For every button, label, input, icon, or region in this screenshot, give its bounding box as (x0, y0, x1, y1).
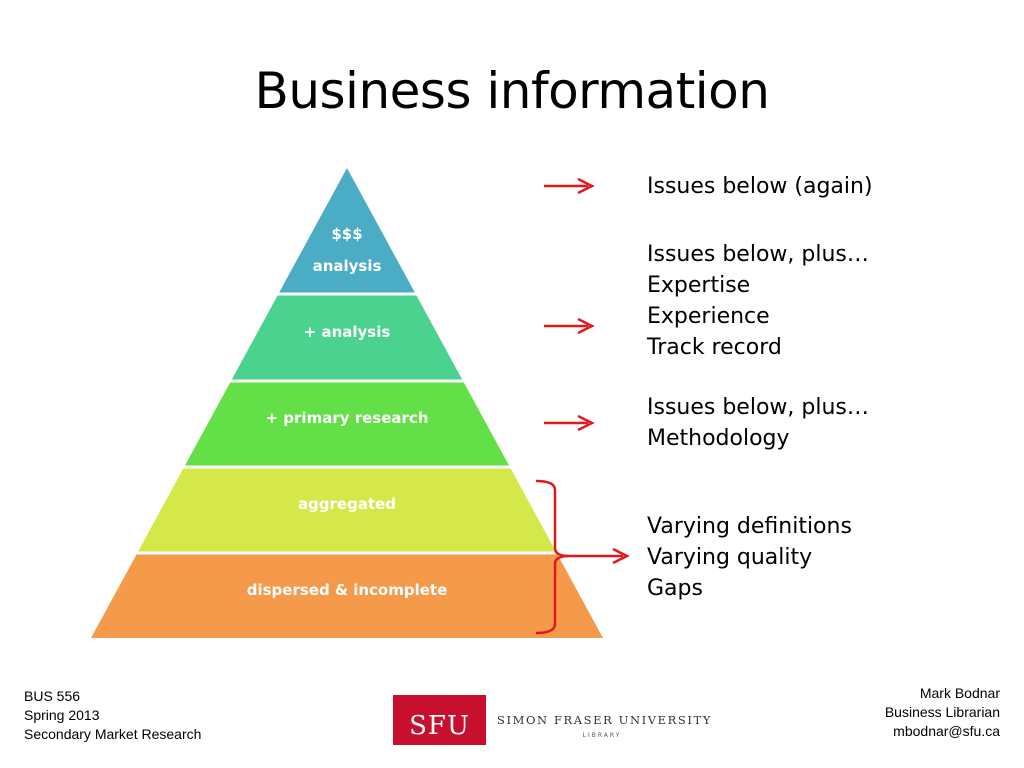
tier-label-line: aggregated (297, 495, 397, 513)
tier-dispersed (91, 554, 603, 638)
note-line: Issues below, plus… (647, 242, 869, 267)
author-role: Business Librarian (884, 704, 1000, 720)
note-line: Gaps (647, 576, 703, 601)
logo-sub: LIBRARY (582, 732, 622, 739)
arrow-to-issues-again-head (577, 177, 595, 195)
tier-label-line: dispersed & incomplete (246, 581, 448, 600)
course-code: BUS 556 (24, 688, 81, 704)
tier-aggregated-label: aggregated (197, 489, 497, 519)
tier-label-line: + primary research (265, 409, 429, 427)
tier-dispersed-label: dispersed & incomplete (197, 575, 497, 605)
footer-course-info: BUS 556 Spring 2013 Secondary Market Res… (24, 687, 201, 744)
note-line: Expertise (647, 273, 751, 298)
tier-label-line: $$$ (331, 225, 363, 244)
course-topic: Secondary Market Research (24, 726, 202, 742)
note-line: Varying definitions (647, 514, 852, 539)
tier-label-line: analysis (312, 257, 382, 276)
note-line: Track record (647, 335, 782, 360)
note-expertise: Issues below, plus… Expertise Experience… (647, 239, 869, 363)
author-email: mbodnar@sfu.ca (893, 723, 1000, 739)
tier-aggregated (138, 468, 556, 552)
logo-name: SIMON FRASER UNIVERSITY (497, 713, 713, 727)
note-methodology: Issues below, plus… Methodology (647, 392, 869, 454)
tier-primary-research-label: + primary research (197, 403, 497, 433)
course-term: Spring 2013 (24, 707, 100, 723)
tier-analysis-label: + analysis (197, 317, 497, 347)
tier-primary-research (184, 382, 510, 466)
note-line: Methodology (647, 426, 790, 451)
author-name: Mark Bodnar (919, 685, 1000, 701)
note-line: Experience (647, 304, 770, 329)
note-line: Issues below, plus… (647, 395, 869, 420)
footer-author-info: Mark Bodnar Business Librarian mbodnar@s… (885, 684, 1000, 741)
logo-mark: SFU (393, 695, 486, 745)
note-line: Varying quality (647, 545, 813, 570)
note-line: Issues below (again) (647, 174, 873, 199)
bracket-bottom-tiers (535, 479, 570, 635)
tier-top-analysis (279, 168, 415, 293)
note-issues-again: Issues below (again) (647, 171, 873, 202)
tier-top-analysis-label: $$$ analysis (197, 218, 497, 282)
note-varying: Varying definitions Varying quality Gaps (647, 511, 852, 604)
arrow-to-methodology-head (577, 414, 595, 432)
tier-analysis (231, 295, 463, 380)
slide-title: Business information (254, 62, 770, 120)
tier-label-line: + analysis (303, 322, 391, 341)
arrow-to-varying-head (612, 547, 630, 565)
arrow-to-expertise-head (577, 317, 595, 335)
